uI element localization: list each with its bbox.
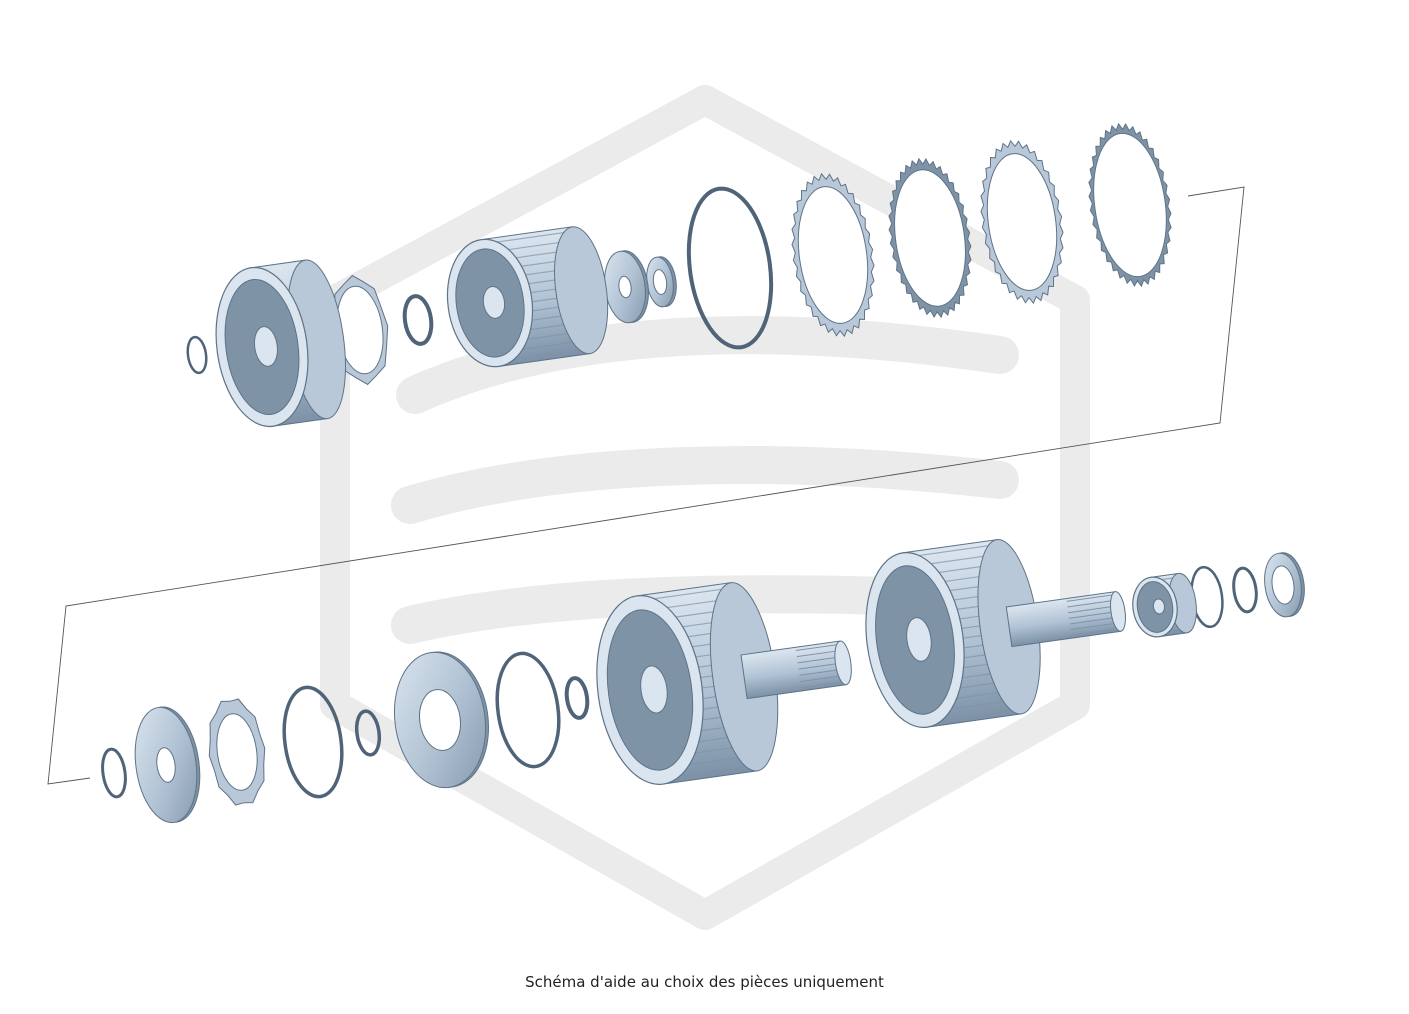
snap-ring-icon [186, 335, 208, 375]
snap-ring-icon [101, 747, 127, 799]
return-spring-icon [208, 698, 266, 806]
o-ring-icon [495, 651, 561, 769]
seal-ring-icon [1232, 566, 1258, 614]
bushing-icon [1264, 552, 1305, 618]
steel-plate-icon [1088, 122, 1172, 288]
steel-plate-icon [888, 157, 972, 319]
lower-row-parts [101, 539, 1305, 824]
spring-retainer-icon [134, 706, 201, 824]
o-ring-icon [282, 685, 344, 799]
seal-ring-icon [354, 709, 382, 757]
pinion-cage-icon [331, 274, 389, 386]
washer-icon [646, 256, 677, 308]
clutch-drum-shaft-icon [596, 582, 852, 785]
planetary-carrier-icon [215, 259, 346, 428]
friction-plate-icon [791, 172, 875, 338]
ring-gear-drum-icon [446, 226, 609, 368]
friction-plate-icon [980, 139, 1064, 305]
thrust-bearing-icon [604, 250, 649, 324]
diagram-caption: Schéma d'aide au choix des pièces unique… [525, 973, 884, 991]
piston-icon [393, 651, 490, 789]
washer-icon [402, 294, 434, 346]
upper-row-parts [186, 122, 1172, 428]
needle-bearing-icon [1132, 572, 1197, 638]
callout-frame-lines [47, 186, 1245, 785]
clutch-drum-shaft-icon [865, 539, 1126, 728]
seal-ring-icon [564, 676, 590, 720]
